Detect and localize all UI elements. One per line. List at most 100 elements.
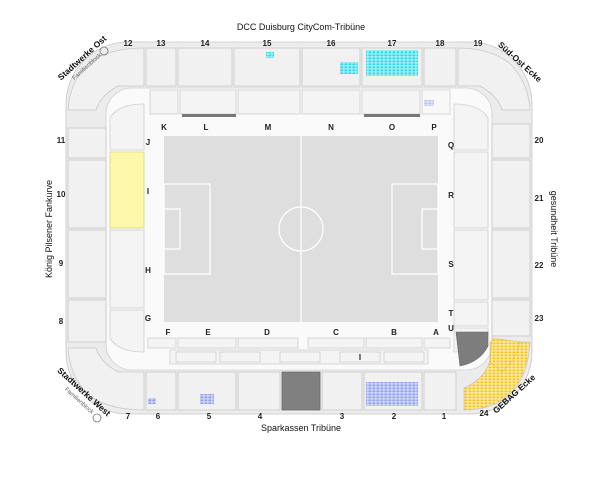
block-12[interactable] (67, 47, 145, 111)
label-9: 9 (59, 259, 64, 268)
pitch (163, 136, 439, 322)
south-box-center-left[interactable] (219, 351, 261, 363)
north-stand-title: DCC Duisburg CityCom-Tribüne (237, 22, 365, 32)
block-S[interactable] (453, 229, 489, 301)
block-J[interactable] (109, 103, 145, 151)
block-O[interactable] (361, 89, 421, 115)
south-upper-blocks (67, 347, 457, 411)
south-center-dark-block (281, 371, 321, 411)
block-P-available-seats[interactable] (424, 100, 434, 106)
letter-H: H (145, 266, 151, 275)
letter-R: R (448, 191, 454, 200)
se-corner-dark-section (455, 331, 489, 367)
block-21[interactable] (491, 159, 531, 229)
letter-I: I (147, 187, 149, 196)
block-13[interactable] (145, 47, 177, 87)
south-box-lower-i[interactable] (339, 351, 381, 363)
block-G[interactable] (109, 309, 145, 353)
block-1[interactable] (423, 371, 457, 411)
label-22: 22 (535, 261, 544, 270)
label-13: 13 (157, 39, 166, 48)
label-17: 17 (388, 39, 397, 48)
block-20[interactable] (491, 123, 531, 159)
label-4: 4 (258, 412, 263, 421)
block-N[interactable] (301, 89, 361, 115)
sw-family-icon (92, 413, 102, 423)
block-11[interactable] (67, 127, 107, 159)
center-circle (278, 206, 324, 252)
block-6-available-seats[interactable] (148, 398, 156, 404)
block-M[interactable] (237, 89, 301, 115)
block-5[interactable] (177, 371, 237, 411)
block-18[interactable] (423, 47, 457, 87)
inner-block-letters: K L M N O P J I H G Q R S T U F E D C B … (145, 123, 454, 362)
block-24-upper-seats[interactable] (489, 337, 521, 373)
block-8[interactable] (67, 299, 107, 343)
label-16: 16 (327, 39, 336, 48)
label-3: 3 (340, 412, 345, 421)
block-H[interactable] (109, 229, 145, 309)
label-19: 19 (474, 39, 483, 48)
block-F[interactable] (147, 337, 177, 349)
label-2: 2 (392, 412, 397, 421)
block-7[interactable] (67, 347, 145, 411)
block-5-available-seats[interactable] (200, 394, 214, 404)
block-4[interactable] (237, 371, 281, 411)
label-23: 23 (535, 314, 544, 323)
south-box-center[interactable] (279, 351, 321, 363)
block-T[interactable] (453, 301, 489, 327)
label-7: 7 (126, 412, 131, 421)
block-P[interactable] (421, 89, 451, 115)
south-box-left[interactable] (175, 351, 217, 363)
block-22[interactable] (491, 229, 531, 299)
block-9[interactable] (67, 229, 107, 299)
block-R[interactable] (453, 151, 489, 229)
letter-Q: Q (448, 141, 454, 150)
west-lower-blocks (109, 103, 145, 353)
letter-O: O (389, 123, 395, 132)
block-16-available-seats[interactable] (340, 62, 358, 74)
block-15-available-seats[interactable] (266, 52, 274, 58)
letter-M: M (265, 123, 272, 132)
block-K[interactable] (149, 89, 179, 115)
block-2-available-seats[interactable] (366, 382, 418, 406)
block-3[interactable] (321, 371, 363, 411)
label-20: 20 (535, 136, 544, 145)
north-press-row-right (364, 114, 420, 117)
letter-F: F (166, 328, 171, 337)
block-C[interactable] (307, 337, 365, 349)
block-A[interactable] (423, 337, 451, 349)
label-10: 10 (57, 190, 66, 199)
block-17-available-seats[interactable] (366, 50, 418, 76)
east-upper-blocks (491, 123, 531, 337)
block-E[interactable] (177, 337, 237, 349)
block-24[interactable] (463, 341, 531, 411)
label-18: 18 (436, 39, 445, 48)
left-goal-box (163, 208, 181, 250)
letter-K: K (161, 123, 167, 132)
block-L[interactable] (179, 89, 237, 115)
block-D[interactable] (237, 337, 299, 349)
letter-N: N (328, 123, 334, 132)
east-lower-blocks (453, 103, 489, 353)
letter-lower-I: I (359, 353, 361, 362)
block-10[interactable] (67, 159, 107, 229)
block-number-labels: 12 13 14 15 16 17 18 19 11 10 9 8 20 21 … (57, 39, 544, 421)
block-14[interactable] (177, 47, 233, 87)
label-14: 14 (201, 39, 210, 48)
block-I[interactable] (109, 151, 145, 229)
label-11: 11 (57, 136, 66, 145)
south-box-right[interactable] (383, 351, 425, 363)
west-upper-blocks (67, 127, 107, 343)
south-lower-blocks (147, 337, 451, 365)
block-B[interactable] (365, 337, 423, 349)
block-23[interactable] (491, 299, 531, 337)
block-6[interactable] (145, 371, 177, 411)
block-19[interactable] (457, 47, 531, 111)
nw-family-icon (99, 46, 109, 56)
label-15: 15 (263, 39, 272, 48)
block-Q[interactable] (453, 103, 489, 151)
label-8: 8 (59, 317, 64, 326)
